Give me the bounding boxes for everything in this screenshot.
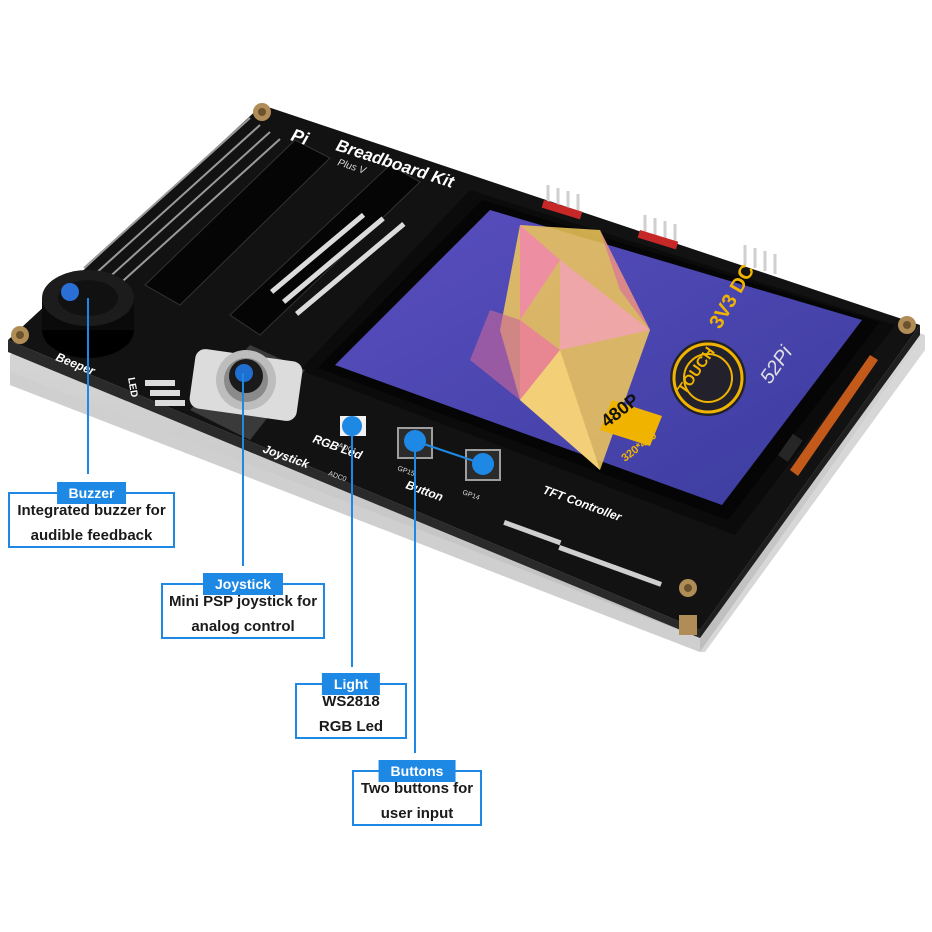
light-callout: Light WS2818 RGB Led [295, 673, 407, 739]
joystick-callout-line2: analog control [191, 618, 295, 635]
buttons-callout-title: Buttons [378, 760, 456, 782]
buttons-callout: Buttons Two buttons for user input [352, 760, 482, 826]
resistor-labels [503, 520, 662, 587]
light-callout-line2: RGB Led [318, 718, 384, 735]
light-callout-title: Light [321, 673, 381, 695]
side-connector [777, 355, 878, 476]
joystick-callout-line1: Mini PSP joystick for [168, 593, 318, 610]
led-label: LED [125, 377, 139, 399]
red-pin-housings [541, 200, 679, 250]
buzzer-callout: Buzzer Integrated buzzer for audible fee… [8, 482, 175, 548]
buzzer-callout-line2: audible feedback [30, 527, 153, 544]
tft-display [300, 190, 895, 535]
light-callout-line1: WS2818 [322, 693, 380, 710]
header-pins-left [83, 117, 281, 290]
joystick-callout: Joystick Mini PSP joystick for analog co… [161, 573, 325, 639]
buzzer-callout-title: Buzzer [56, 482, 127, 504]
corner-screws [11, 103, 916, 635]
joystick [189, 345, 305, 440]
buttons-callout-line1: Two buttons for [360, 780, 474, 797]
board-title-part1: Pi [289, 125, 312, 150]
buzzer-callout-line1: Integrated buzzer for [17, 502, 166, 519]
gpio-label-strip [270, 212, 406, 316]
led-indicators [145, 380, 185, 406]
buttons-callout-line2: user input [380, 805, 454, 822]
callout-connectors [87, 298, 484, 753]
joystick-callout-title: Joystick [202, 573, 284, 595]
